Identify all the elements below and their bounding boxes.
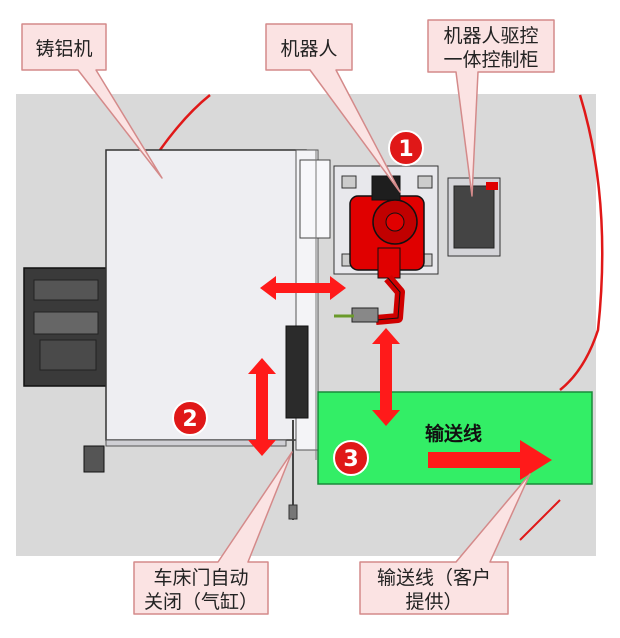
callout-robot: 机器人: [265, 23, 401, 193]
robot-reach-arc-bottom: [519, 499, 561, 541]
svg-text:3: 3: [343, 447, 358, 472]
callout-die-casting-machine: 铸铝机: [21, 23, 163, 179]
svg-text:1: 1: [398, 137, 413, 162]
svg-text:机器人驱控: 机器人驱控: [443, 25, 538, 47]
svg-text:车床门自动: 车床门自动: [153, 567, 248, 589]
svg-text:铸铝机: 铸铝机: [35, 38, 92, 60]
step-badge-1: 1: [388, 130, 424, 166]
callout-lathe-door: 车床门自动 关闭（气缸）: [133, 451, 293, 615]
svg-text:关闭（气缸）: 关闭（气缸）: [144, 591, 258, 613]
svg-text:提供）: 提供）: [405, 591, 462, 613]
robot-controller-cabinet: [447, 177, 501, 257]
conveyor-label: 输送线: [425, 422, 482, 445]
step-badge-3: 3: [333, 440, 369, 476]
arrow-vertical-double-right: [372, 328, 400, 426]
arrow-horizontal-double: [260, 276, 346, 300]
arrow-vertical-double-left: [248, 358, 276, 456]
svg-text:机器人: 机器人: [280, 38, 337, 60]
robot-reach-arc-left: [158, 94, 211, 151]
robot-reach-arc-right: [559, 94, 604, 391]
robot: [333, 165, 439, 325]
svg-text:一体控制柜: 一体控制柜: [443, 49, 538, 71]
callout-conveyor-supply: 输送线（客户 提供）: [359, 473, 531, 615]
arrow-right: [428, 440, 552, 480]
callout-robot-controller: 机器人驱控 一体控制柜: [427, 19, 555, 197]
svg-text:输送线（客户: 输送线（客户: [377, 567, 491, 589]
step-badge-2: 2: [172, 400, 208, 436]
svg-text:2: 2: [182, 407, 197, 432]
